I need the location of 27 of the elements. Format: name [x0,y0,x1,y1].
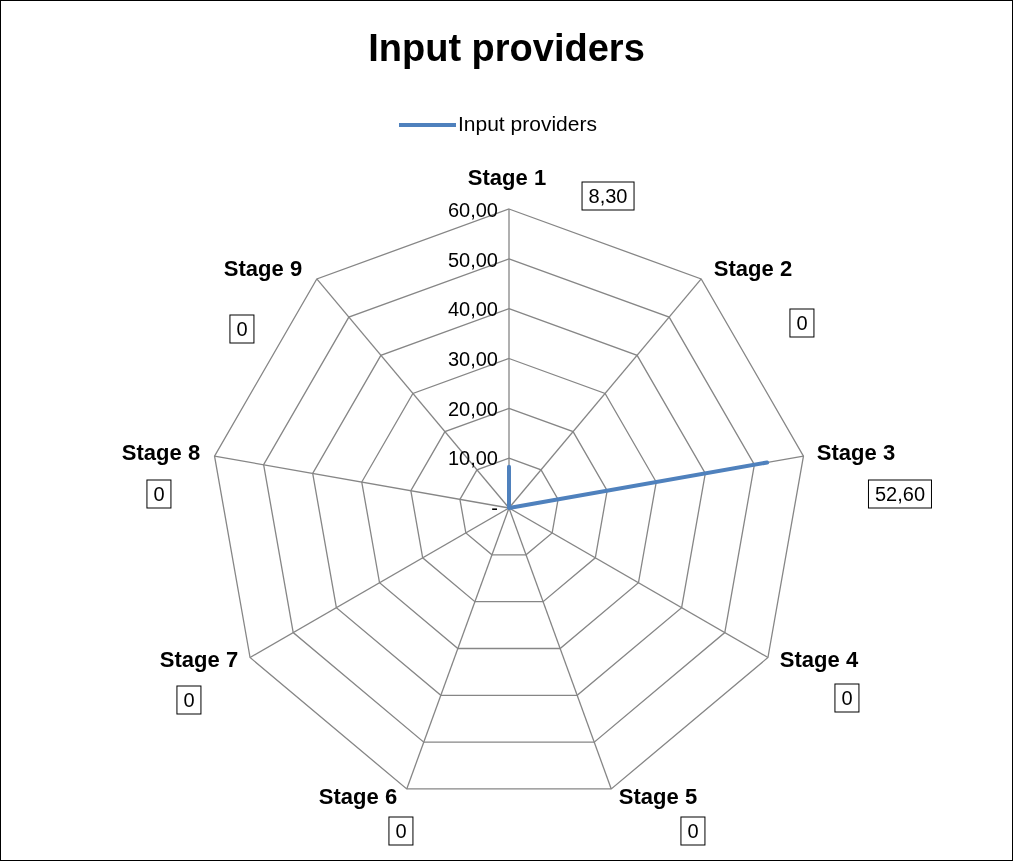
data-label: 52,60 [867,479,933,509]
data-label: 0 [176,685,202,715]
axis-tick-label: 40,00 [447,297,498,321]
data-label: 0 [388,816,414,846]
axis-tick-label: 60,00 [447,198,498,222]
data-label: 0 [680,816,706,846]
category-label: Stage 3 [816,440,896,466]
data-label: 8,30 [581,181,635,211]
data-label: 0 [229,314,255,344]
category-label: Stage 5 [618,784,698,810]
category-label: Stage 4 [779,647,859,673]
category-label: Stage 7 [159,647,239,673]
category-label: Stage 9 [223,256,303,282]
chart-title: Input providers [367,27,646,70]
category-label: Stage 8 [121,440,201,466]
data-label: 0 [146,479,172,509]
category-label: Stage 2 [713,256,793,282]
data-label: 0 [834,683,860,713]
axis-tick-label: 20,00 [447,397,498,421]
category-label: Stage 6 [318,784,398,810]
axis-tick-label: 50,00 [447,248,498,272]
axis-tick-label: 30,00 [447,347,498,371]
axis-tick-label: 10,00 [447,446,498,470]
category-label: Stage 1 [467,165,547,191]
legend-label: Input providers [458,112,597,136]
data-label: 0 [789,308,815,338]
axis-tick-label: - [491,496,498,520]
